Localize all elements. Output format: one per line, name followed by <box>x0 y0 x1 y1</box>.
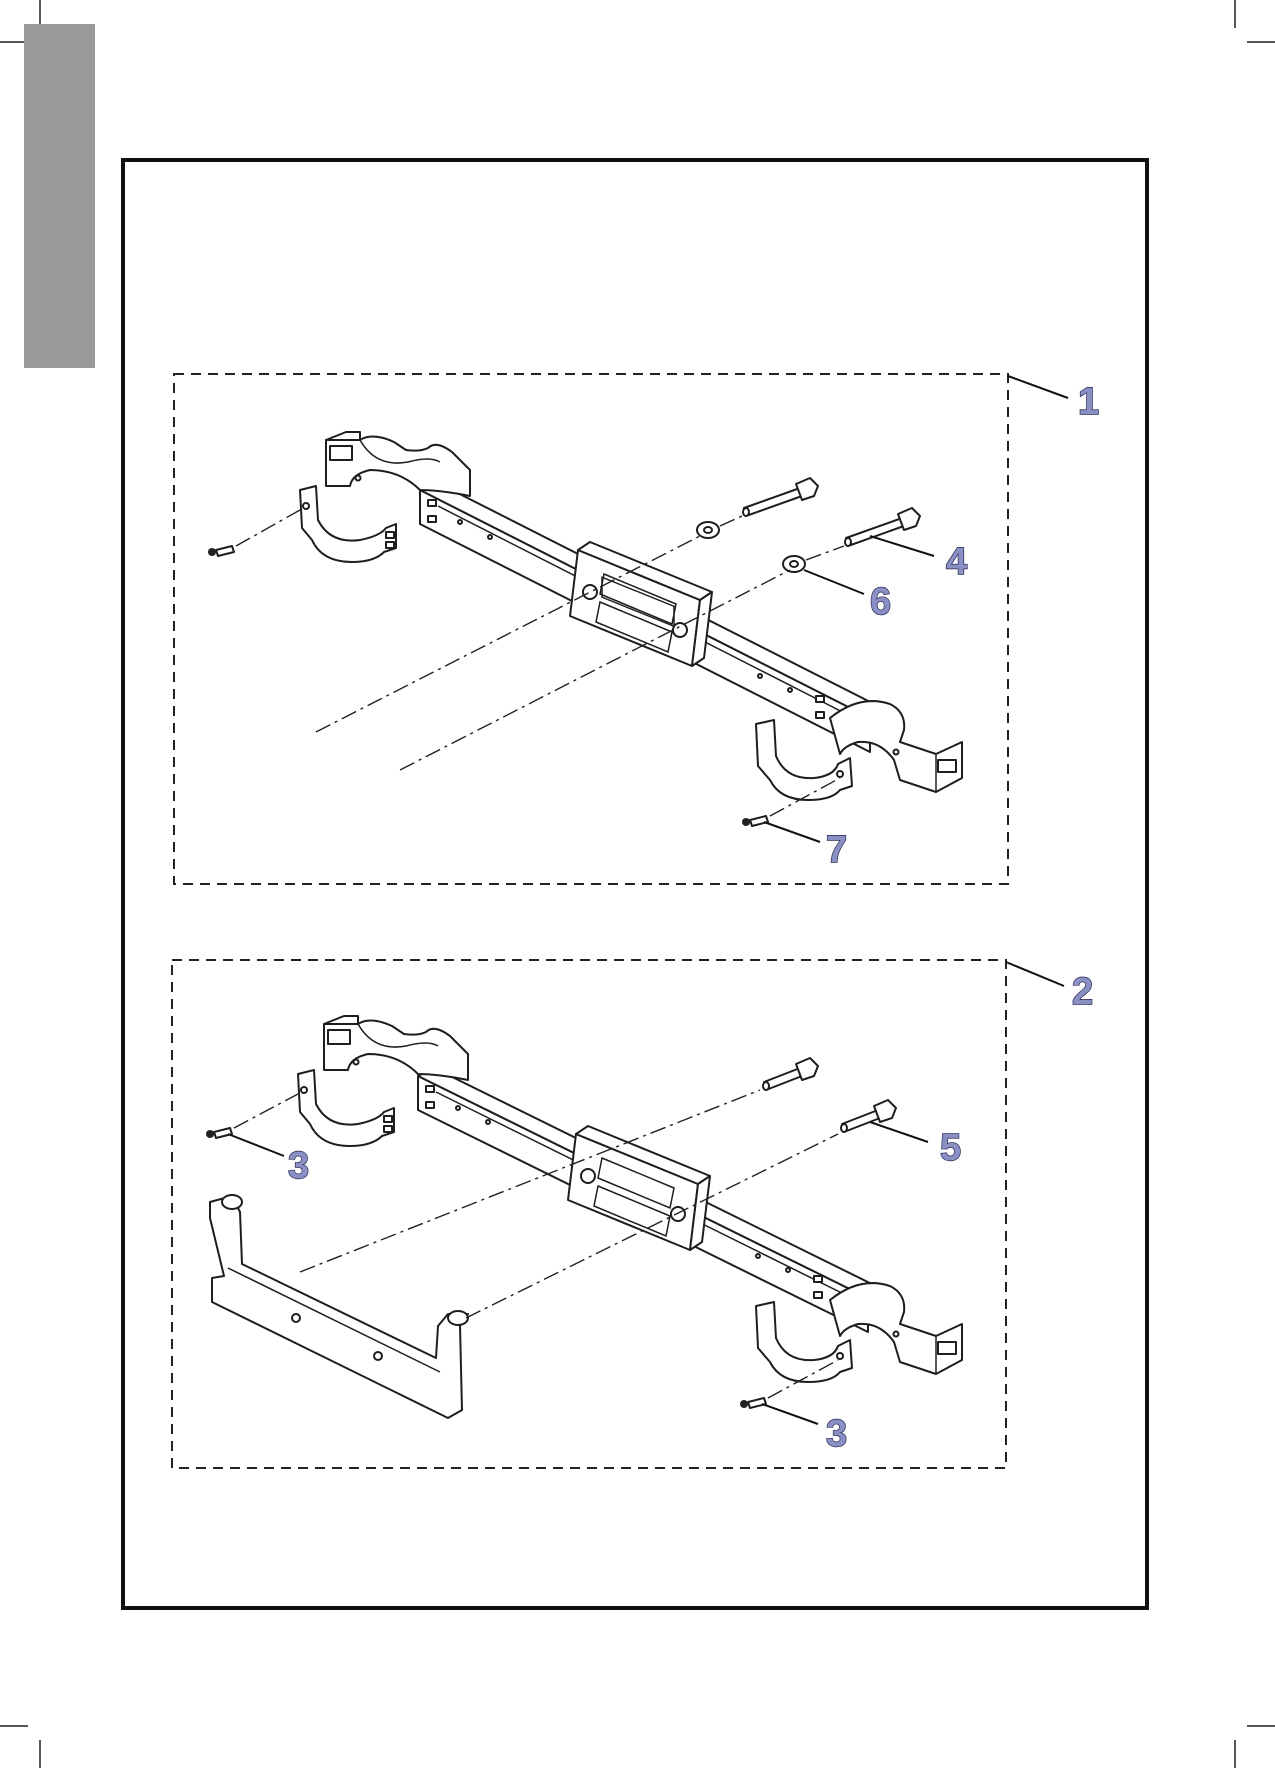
callout-washer: 6 <box>870 581 891 623</box>
screw-left-2 <box>206 1128 232 1138</box>
callout-assembly-2: 2 <box>1072 971 1093 1013</box>
centre-plate-2 <box>568 1126 710 1250</box>
callout-bolt-short: 5 <box>940 1127 961 1169</box>
screw-right <box>742 816 768 826</box>
centre-plate <box>570 542 712 666</box>
callout-assembly-1: 1 <box>1078 381 1099 423</box>
callout-screw-1: 7 <box>826 829 847 871</box>
lower-left-clamp-2 <box>298 1070 394 1146</box>
callout-screw-right: 3 <box>826 1413 847 1455</box>
assembly-1-box <box>174 374 1008 884</box>
washer-lower <box>783 556 805 572</box>
callout-screw-left: 3 <box>288 1145 309 1187</box>
leader-6 <box>804 570 864 594</box>
upper-left-clamp <box>326 432 470 496</box>
leader-2 <box>1006 962 1064 986</box>
lower-left-clamp <box>300 486 396 562</box>
assembly-2-box <box>172 960 1006 1468</box>
leader-4 <box>870 536 934 556</box>
short-bolt-upper <box>763 1058 818 1090</box>
u-bracket <box>210 1195 468 1418</box>
long-bolt-upper <box>743 478 818 516</box>
assembly-1: 1 4 6 7 <box>174 374 1099 884</box>
assembly-2: 2 5 3 3 <box>172 960 1093 1468</box>
screw-left <box>208 546 234 556</box>
leader-1 <box>1008 376 1068 398</box>
section-tab <box>24 24 95 368</box>
screw-right-2 <box>740 1398 766 1408</box>
leader-3-right <box>762 1404 818 1424</box>
leader-7 <box>764 822 820 842</box>
leader-3-left <box>228 1134 284 1156</box>
callout-bolt-long: 4 <box>946 541 967 583</box>
washer-upper <box>697 522 719 538</box>
leader-5 <box>870 1122 928 1142</box>
upper-left-clamp-2 <box>324 1016 468 1080</box>
